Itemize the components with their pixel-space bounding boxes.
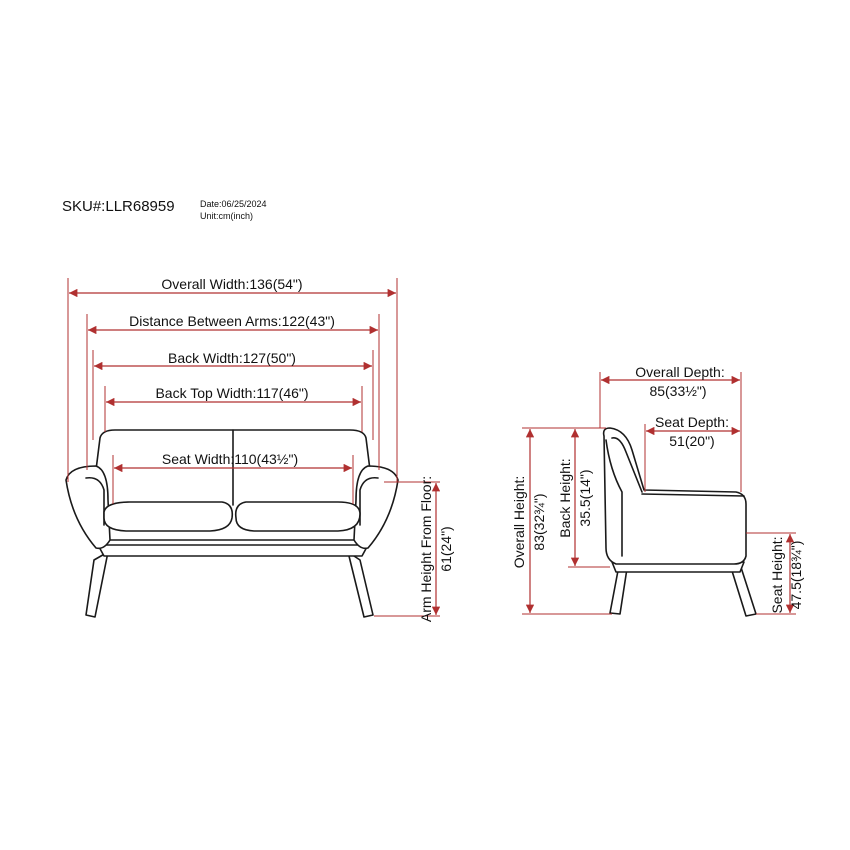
back-top-width-label: Back Top Width:117(46") <box>155 385 308 401</box>
arm-height-value: 61(24") <box>438 526 454 571</box>
sofa-side-drawing <box>602 427 757 617</box>
overall-height-title: Overall Height: <box>511 476 527 569</box>
sku-label: SKU#:LLR68959 <box>62 198 175 215</box>
seat-height-title: Seat Height: <box>769 536 785 613</box>
side-dimensions <box>522 372 796 615</box>
arm-height-title: Arm Height From Floor: <box>418 476 434 622</box>
seat-depth-value: 51(20") <box>669 433 714 449</box>
distance-between-arms-label: Distance Between Arms:122(43") <box>129 313 335 329</box>
overall-width-label: Overall Width:136(54") <box>161 276 302 292</box>
overall-depth-value: 85(33½") <box>649 383 706 399</box>
unit-label: Unit:cm(inch) <box>200 211 253 221</box>
front-dimensions <box>67 278 441 617</box>
overall-depth-title: Overall Depth: <box>635 364 724 380</box>
overall-height-value: 83(32¾") <box>531 493 547 550</box>
date-label: Date:06/25/2024 <box>200 199 267 209</box>
back-height-title: Back Height: <box>557 458 573 537</box>
back-height-value: 35.5(14") <box>577 469 593 526</box>
seat-height-value: 47.5(18¾") <box>788 541 804 610</box>
back-width-label: Back Width:127(50") <box>168 350 296 366</box>
sofa-front-drawing <box>65 429 399 618</box>
seat-depth-title: Seat Depth: <box>655 414 729 430</box>
seat-width-label: Seat Width:110(43½") <box>162 451 298 467</box>
